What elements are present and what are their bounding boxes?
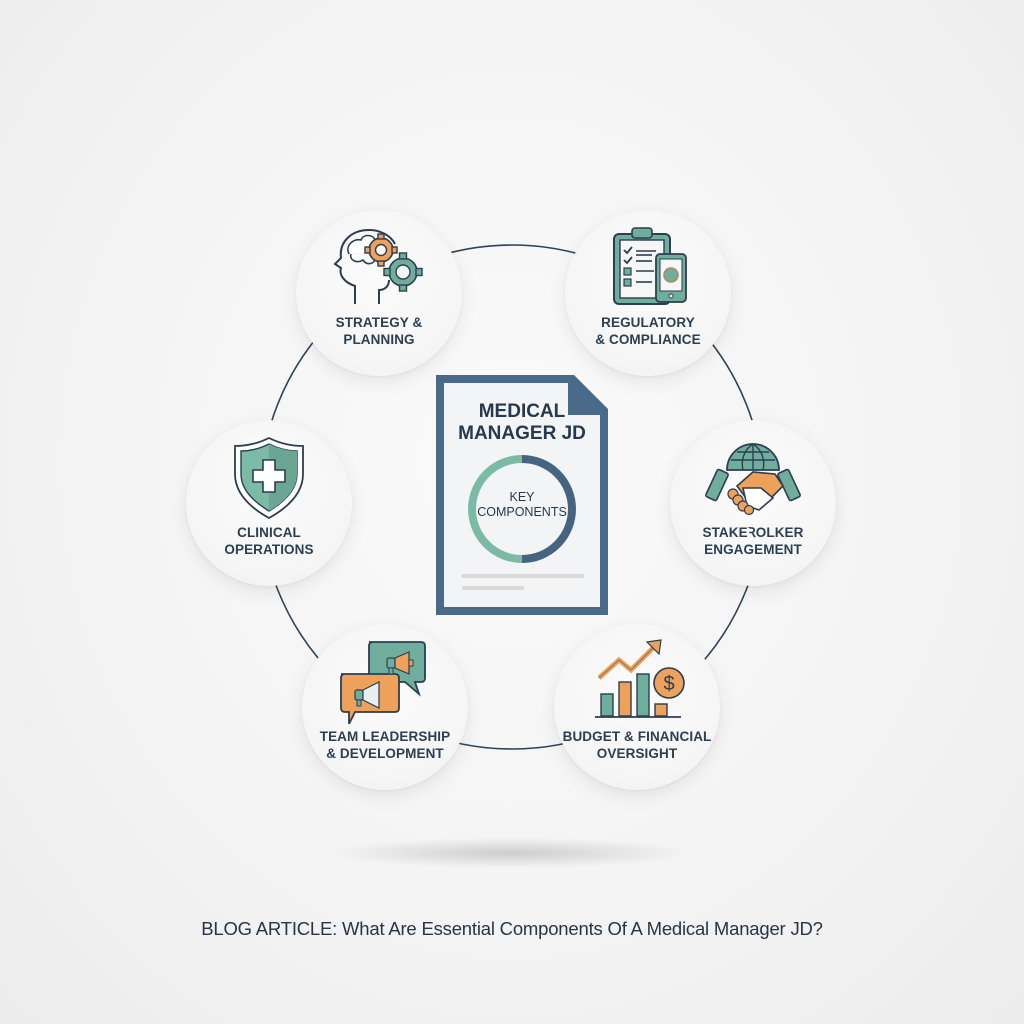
node-label-line2: OPERATIONS bbox=[224, 542, 314, 557]
head-gears-icon bbox=[333, 228, 423, 304]
node-budget-financial: $ BUDGET & FINANCIAL OVERSIGHT bbox=[554, 624, 720, 790]
node-team-leadership: TEAM LEADERSHIP & DEVELOPMENT bbox=[302, 624, 468, 790]
node-label-line1: CLINICAL bbox=[237, 525, 301, 540]
document-icon bbox=[436, 375, 608, 615]
node-label: REGULATORY & COMPLIANCE bbox=[565, 314, 731, 348]
node-label-line2: & COMPLIANCE bbox=[595, 332, 701, 347]
article-caption: BLOG ARTICLE: What Are Essential Compone… bbox=[201, 918, 823, 939]
node-label-line2: PLANNING bbox=[343, 332, 415, 347]
center-document: MEDICAL MANAGER JD KEY COMPONENTS bbox=[436, 375, 608, 615]
node-stakeholder-engagement: STAKEꝚOLKER ENGAGEMENT bbox=[670, 420, 836, 586]
node-strategy-planning: STRATEGY & PLANNING bbox=[296, 210, 462, 376]
center-title-line2: MANAGER JD bbox=[458, 423, 586, 444]
growth-chart-dollar-icon: $ bbox=[595, 639, 685, 718]
ring-label-line2: COMPONENTS bbox=[477, 505, 567, 519]
center-title-line1: MEDICAL bbox=[478, 401, 566, 422]
node-label: BUDGET & FINANCIAL OVERSIGHT bbox=[554, 728, 720, 762]
node-label-line1: STRATEGY & bbox=[335, 315, 423, 330]
node-label-line1: BUDGET & FINANCIAL bbox=[562, 729, 712, 744]
node-regulatory-compliance: REGULATORY & COMPLIANCE bbox=[565, 210, 731, 376]
ground-shadow bbox=[330, 838, 690, 868]
key-components-label: KEY COMPONENTS bbox=[436, 490, 608, 520]
node-clinical-operations: CLINICAL OPERATIONS bbox=[186, 420, 352, 586]
medical-shield-icon bbox=[234, 436, 304, 520]
globe-handshake-icon bbox=[705, 443, 801, 516]
node-label-line2: OVERSIGHT bbox=[596, 746, 678, 761]
node-label-line1: STAKEꝚOLKER bbox=[702, 525, 804, 540]
node-label: TEAM LEADERSHIP & DEVELOPMENT bbox=[302, 728, 468, 762]
center-title: MEDICAL MANAGER JD bbox=[436, 401, 608, 445]
node-label-line1: REGULATORY bbox=[601, 315, 695, 330]
megaphone-chat-icon bbox=[340, 641, 426, 724]
node-label: CLINICAL OPERATIONS bbox=[186, 524, 352, 558]
node-label: STRATEGY & PLANNING bbox=[296, 314, 462, 348]
clipboard-tablet-icon bbox=[613, 227, 687, 305]
node-label-line2: ENGAGEMENT bbox=[704, 542, 802, 557]
ring-label-line1: KEY bbox=[509, 490, 535, 504]
node-label-line2: & DEVELOPMENT bbox=[326, 746, 444, 761]
node-label-line1: TEAM LEADERSHIP bbox=[319, 729, 451, 744]
svg-text:$: $ bbox=[663, 673, 674, 695]
node-label: STAKEꝚOLKER ENGAGEMENT bbox=[670, 524, 836, 558]
